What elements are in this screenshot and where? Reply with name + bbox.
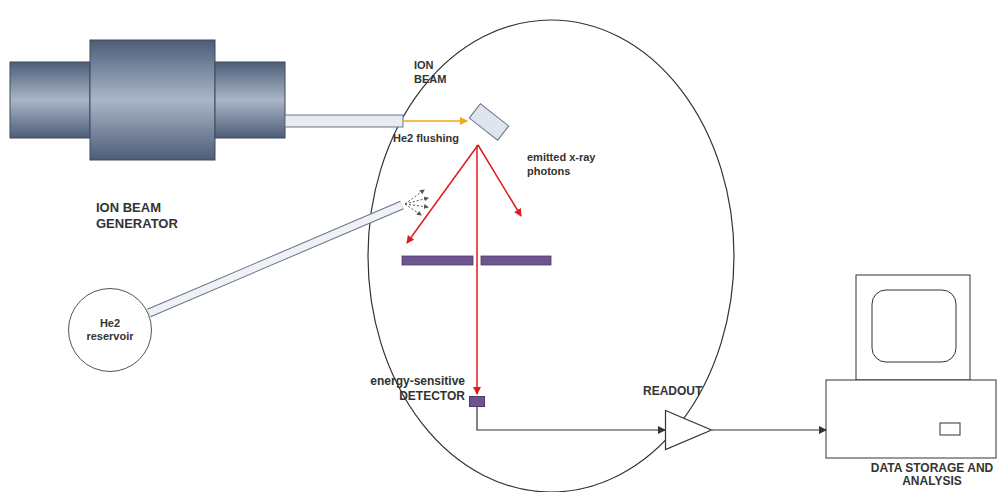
signal-connector: [712, 429, 826, 430]
node-label: DATA STORAGE AND ANALYSIS: [866, 462, 998, 488]
signal-connector: [477, 407, 665, 430]
amplifier-outline: [665, 410, 712, 450]
generator-body: [215, 62, 285, 138]
x-ray-ray: [476, 145, 478, 394]
gas-pipe: [149, 205, 402, 313]
node-label: ION BEAM GENERATOR: [96, 200, 208, 231]
collimator-plate: [481, 256, 551, 265]
computer-base: [826, 380, 996, 458]
computer: DATA STORAGE AND ANALYSIS: [826, 275, 996, 458]
x-ray-ray: [407, 145, 478, 243]
computer-screen: [872, 290, 956, 362]
node-label: READOUT: [643, 384, 702, 398]
sample-target: [469, 104, 508, 140]
generator-body: [90, 40, 215, 160]
detector: energy-sensitive DETECTOR: [469, 396, 485, 407]
computer-monitor: [856, 275, 970, 380]
ion-beam-arrow: [403, 120, 467, 122]
vacuum-chamber: [368, 20, 734, 492]
x-ray-ray: [478, 145, 521, 216]
drive-slot: [940, 423, 960, 435]
generator-body: [10, 62, 90, 138]
gas-reservoir: He2 reservoir: [68, 288, 152, 372]
amplifier-triangle: READOUT: [665, 410, 712, 450]
beam-pipe: [285, 115, 403, 127]
collimator-plate: [402, 256, 473, 265]
amplifier-outline: [666, 411, 712, 450]
ion-beam-generator: ION BEAM GENERATOR: [10, 40, 285, 160]
node-label: energy-sensitive DETECTOR: [353, 374, 465, 403]
annotation-label: ION BEAM: [414, 58, 454, 87]
gas-spray: [405, 204, 421, 215]
gas-pipe: [149, 205, 402, 313]
annotation-label: emitted x-ray photons: [527, 150, 603, 179]
gas-spray: [405, 198, 428, 204]
annotation-label: He2 flushing: [393, 131, 459, 145]
node-label: He2 reservoir: [79, 317, 141, 343]
